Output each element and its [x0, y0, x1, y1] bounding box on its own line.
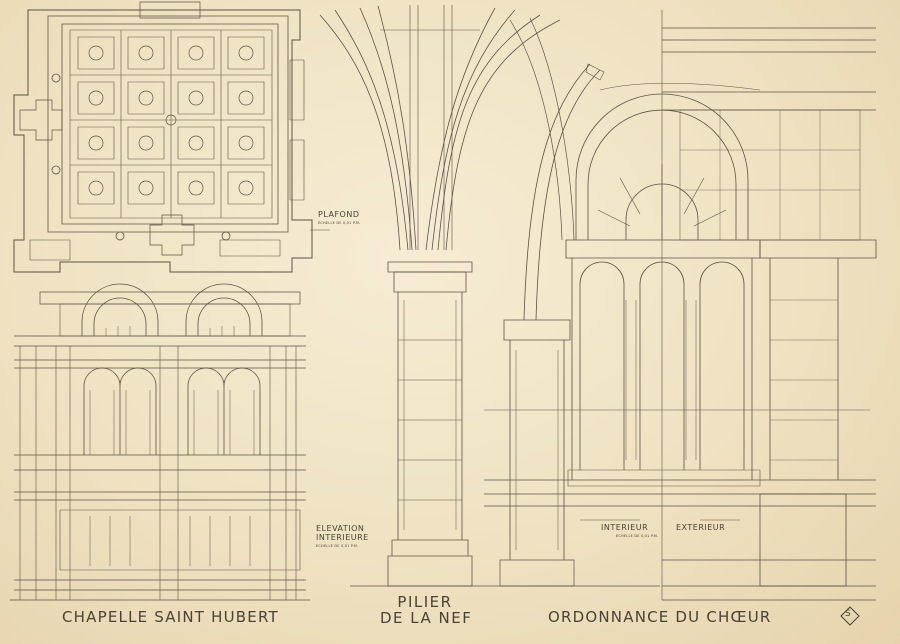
pilier-title: PILIER DE LA NEF [380, 593, 473, 627]
pilier-title-line2: DE LA NEF [380, 609, 473, 627]
elevation-scale-note: ECHELLE DE 0,01 P.M. [316, 544, 359, 548]
plafond-label: PLAFOND [318, 210, 360, 219]
elevation-label-line2: INTERIEURE [316, 533, 369, 542]
choir-elevation-drawing [484, 10, 877, 601]
stamp-monogram: S [845, 609, 852, 619]
ceiling-plan-drawing [13, 1, 330, 273]
plafond-scale-note: ECHELLE DE 0,01 P.M. [318, 221, 361, 225]
ordonnance-title: ORDONNANCE DU CHŒUR [548, 608, 772, 626]
nave-pillar-drawing [319, 5, 660, 587]
choeur-scale-note: ECHELLE DE 0,01 P.M. [616, 534, 659, 538]
interieur-label: INTERIEUR [601, 523, 649, 532]
exterieur-label: EXTERIEUR [676, 523, 726, 532]
chapel-elevation-drawing [10, 283, 310, 601]
elevation-label-line1: ELEVATION [316, 524, 365, 533]
cartouche-stamp-icon [840, 606, 860, 626]
chapelle-title: CHAPELLE SAINT HUBERT [62, 608, 279, 626]
pilier-title-line1: PILIER [397, 593, 453, 611]
